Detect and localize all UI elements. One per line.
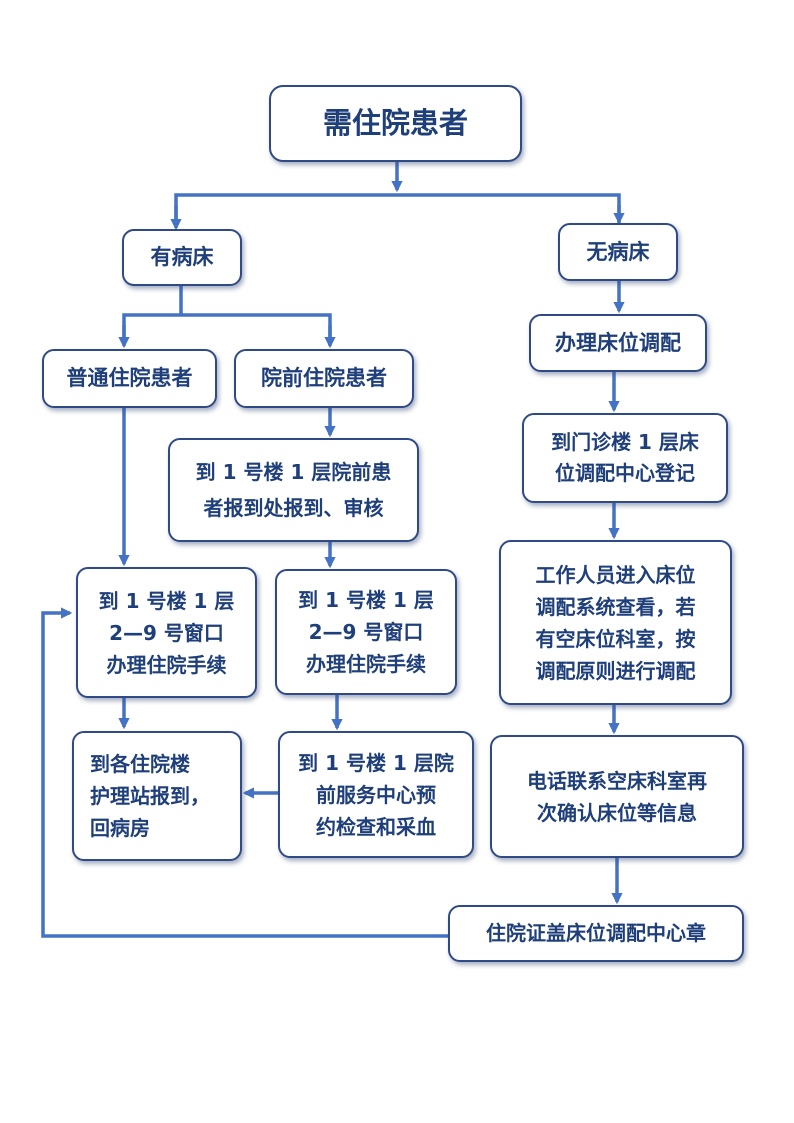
node-no-bed-label: 无病床: [586, 239, 650, 264]
node-staff-check-label: 工作人员进入床位 调配系统查看，若 有空床位科室，按 调配原则进行调配: [535, 562, 696, 683]
node-preadmission-patient: 院前住院患者: [234, 349, 414, 408]
node-stamp: 住院证盖床位调配中心章: [448, 905, 744, 962]
node-preadmission-checkin-label: 到 1 号楼 1 层院前患 者报到处报到、审核: [195, 460, 392, 520]
node-bed-center-register: 到门诊楼 1 层床 位调配中心登记: [522, 413, 728, 503]
node-window-left: 到 1 号楼 1 层 2—9 号窗口 办理住院手续: [76, 567, 257, 698]
node-phone-confirm-label: 电话联系空床科室再 次确认床位等信息: [527, 768, 707, 825]
node-preadmission-patient-label: 院前住院患者: [261, 366, 387, 391]
node-staff-check: 工作人员进入床位 调配系统查看，若 有空床位科室，按 调配原则进行调配: [499, 540, 732, 705]
node-bed-center-register-label: 到门诊楼 1 层床 位调配中心登记: [551, 430, 699, 485]
node-has-bed: 有病床: [122, 229, 242, 286]
node-bed-allocation: 办理床位调配: [529, 314, 707, 372]
node-preadmission-checkin: 到 1 号楼 1 层院前患 者报到处报到、审核: [168, 438, 419, 542]
node-window-left-label: 到 1 号楼 1 层 2—9 号窗口 办理住院手续: [98, 588, 235, 677]
node-window-mid: 到 1 号楼 1 层 2—9 号窗口 办理住院手续: [275, 569, 457, 695]
node-regular-patient: 普通住院患者: [42, 349, 217, 408]
node-no-bed: 无病床: [558, 223, 678, 281]
node-preadmission-service: 到 1 号楼 1 层院 前服务中心预 约检查和采血: [278, 731, 474, 858]
node-bed-allocation-label: 办理床位调配: [555, 330, 681, 355]
connector-split-branches: [174, 193, 621, 225]
node-regular-patient-label: 普通住院患者: [66, 366, 193, 391]
node-phone-confirm: 电话联系空床科室再 次确认床位等信息: [490, 735, 744, 858]
node-window-mid-label: 到 1 号楼 1 层 2—9 号窗口 办理住院手续: [298, 588, 434, 676]
connector-has-bed-split: [122, 313, 332, 340]
node-preadmission-service-label: 到 1 号楼 1 层院 前服务中心预 约检查和采血: [298, 750, 454, 839]
connector-stamp-loop: [41, 607, 448, 938]
node-ward-report: 到各住院楼 护理站报到， 回病房: [72, 731, 242, 861]
node-ward-report-label: 到各住院楼 护理站报到， 回病房: [90, 752, 210, 840]
node-start-label: 需住院患者: [322, 106, 468, 141]
node-start: 需住院患者: [269, 85, 522, 162]
node-stamp-label: 住院证盖床位调配中心章: [486, 921, 706, 945]
node-has-bed-label: 有病床: [150, 245, 214, 270]
